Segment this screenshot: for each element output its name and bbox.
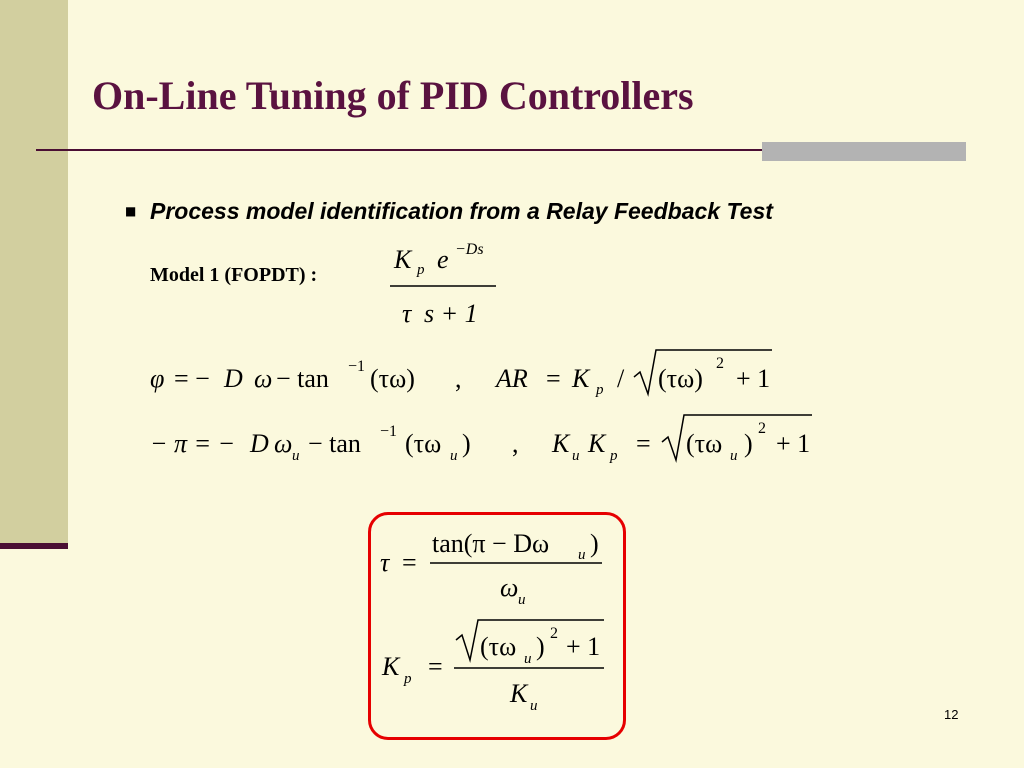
ult-lhs: − π = − (150, 429, 235, 458)
ult-root-close: ) (744, 429, 753, 458)
kp-plus: + 1 (566, 632, 600, 661)
bullet-square-icon: ■ (125, 204, 137, 218)
ult-omega-u: u (292, 448, 300, 464)
result-highlight-box (368, 512, 626, 740)
model-num-e: e (437, 245, 449, 274)
slide-title: On-Line Tuning of PID Controllers (92, 73, 694, 118)
phase-tan: − tan (276, 364, 329, 393)
tau-den: ω (500, 573, 518, 602)
model-num-K: K (393, 245, 413, 274)
ult-tan: − tan (308, 429, 361, 458)
ar-K: K (571, 364, 591, 393)
model-exponent: −Ds (455, 241, 484, 258)
model-den-rest: s + 1 (424, 299, 478, 328)
tau-num-u: u (578, 547, 586, 563)
kp-result-equation: K p = (τω u ) 2 + 1 K u (381, 619, 604, 714)
phase-separator: , (455, 364, 462, 393)
tau-den-u: u (518, 592, 526, 608)
ult-arg-open: (τω (405, 429, 441, 458)
ar-sqrt-sign (633, 349, 772, 397)
ult-eq: = (636, 429, 651, 458)
title-rule (36, 149, 966, 151)
tau-result-equation: τ = tan(π − Dω u ) ω u (380, 529, 602, 608)
ar-plus: + 1 (736, 364, 770, 393)
ult-arg-close: ) (462, 429, 471, 458)
ult-arg-u: u (450, 448, 458, 464)
ar-slash: / (617, 364, 625, 393)
page-number: 12 (944, 707, 959, 722)
ult-Kp-K: K (587, 429, 607, 458)
ult-D: D (249, 429, 269, 458)
left-bar-underline (0, 543, 68, 549)
ult-separator: , (512, 429, 519, 458)
tau-eq: = (402, 548, 417, 577)
phase-D: D (223, 364, 243, 393)
kp-root-open: (τω (480, 632, 516, 661)
ultimate-equation: − π = − D ω u − tan −1 (τω u ) , K u K p… (150, 414, 812, 464)
ult-root-open: (τω (686, 429, 722, 458)
phase-eq-minus: = − (174, 364, 210, 393)
ar-sq: 2 (716, 355, 724, 372)
tau-num-close: ) (590, 529, 599, 558)
kp-lhs-p: p (403, 671, 412, 687)
ar-lhs: AR (494, 364, 528, 393)
ult-Ku-K: K (551, 429, 571, 458)
kp-root-u: u (524, 651, 532, 667)
phase-tan-arg: (τω) (370, 364, 415, 393)
model-den-tau: τ (402, 299, 413, 328)
kp-den-u: u (530, 698, 538, 714)
ult-omega: ω (274, 429, 292, 458)
phase-equation: φ = − D ω − tan −1 (τω) , AR = K p / (τω… (150, 349, 772, 398)
model-label: Model 1 (FOPDT) : (150, 264, 318, 286)
phase-phi: φ (150, 364, 164, 393)
kp-sq: 2 (550, 625, 558, 642)
phase-omega: ω (254, 364, 272, 393)
kp-den-K: K (509, 679, 529, 708)
left-decorative-bar (0, 0, 68, 546)
ult-root-u: u (730, 448, 738, 464)
model-num-p: p (416, 262, 425, 278)
ar-p: p (595, 382, 604, 398)
ult-Ku-u: u (572, 448, 580, 464)
ult-plus: + 1 (776, 429, 810, 458)
fopdt-model-equation: K p e −Ds τ s + 1 (390, 241, 496, 328)
ult-sq: 2 (758, 420, 766, 437)
kp-root-close: ) (536, 632, 545, 661)
kp-eq: = (428, 652, 443, 681)
title-grey-block (762, 142, 966, 161)
phase-tan-exp: −1 (348, 358, 365, 375)
ar-root-arg: (τω) (658, 364, 703, 393)
ar-eq: = (546, 364, 561, 393)
kp-lhs: K (381, 652, 401, 681)
bullet-text: Process model identification from a Rela… (150, 198, 773, 224)
ult-sqrt-sign (661, 414, 812, 463)
tau-lhs: τ (380, 548, 391, 577)
ult-Kp-p: p (609, 448, 618, 464)
tau-num: tan(π − Dω (432, 529, 549, 558)
kp-sqrt-sign (455, 619, 604, 663)
ult-tan-exp: −1 (380, 423, 397, 440)
